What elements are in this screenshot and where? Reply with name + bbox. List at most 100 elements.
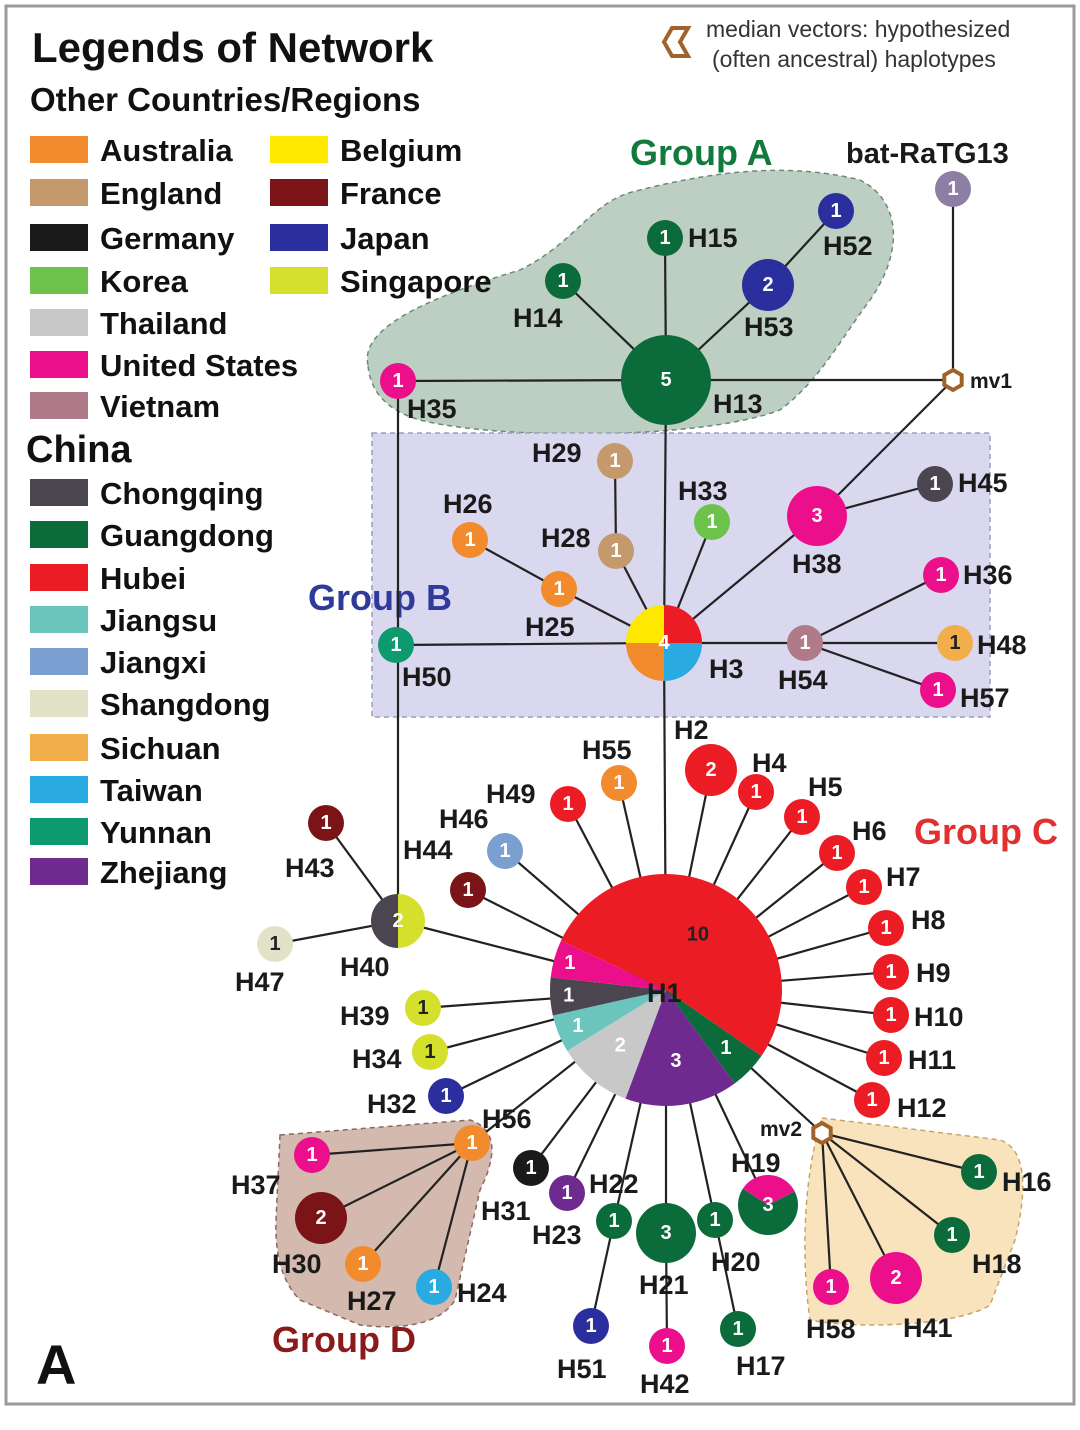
- node-circle: [450, 872, 486, 908]
- haplotype-label: H39: [340, 1001, 390, 1031]
- node-count: 1: [424, 1041, 435, 1063]
- legend-swatch: [30, 179, 88, 206]
- node-circle: [920, 672, 956, 708]
- h1-slice-guangdong: [666, 990, 762, 1084]
- legend-china-heading: China: [26, 429, 132, 471]
- legend-swatch: [270, 179, 328, 206]
- haplotype-label: H37: [231, 1170, 281, 1200]
- node-count: 1: [831, 842, 842, 864]
- node-circle: [742, 259, 794, 311]
- legend-swatch: [270, 136, 328, 163]
- node-count: 1: [553, 578, 564, 600]
- haplotype-label: H45: [958, 468, 1008, 498]
- node-circle: [597, 443, 633, 479]
- node-count: 1: [659, 227, 670, 249]
- median-vector-icon: [661, 26, 692, 58]
- node-circle: [935, 171, 971, 207]
- node-circle: [870, 1252, 922, 1304]
- legend-swatch: [30, 351, 88, 378]
- haplotype-node-h45: 1 H45: [917, 466, 1008, 502]
- haplotype-label: H51: [557, 1354, 607, 1384]
- legend-china-item-jiangsu: Jiangsu: [30, 603, 217, 638]
- node-count: 1: [706, 511, 717, 533]
- haplotype-label: H10: [914, 1002, 964, 1032]
- node-count: 1: [973, 1161, 984, 1183]
- legend-label: Jiangxi: [100, 645, 207, 680]
- h1-slice-count: 1: [572, 1015, 583, 1037]
- legend-label: Shangdong: [100, 687, 270, 722]
- node-count: 1: [557, 270, 568, 292]
- node-count: 1: [613, 772, 624, 794]
- node-count: 1: [499, 840, 510, 862]
- h1-slice-hubei: [561, 874, 782, 1056]
- node-circle: [787, 625, 823, 661]
- legend-label: Korea: [100, 264, 189, 299]
- haplotype-node-h2: 2H2: [674, 715, 737, 796]
- legend-china-item-hubei: Hubei: [30, 561, 186, 596]
- legend-other-item-korea: Korea: [30, 264, 189, 299]
- haplotype-label: H48: [977, 630, 1027, 660]
- node-count: 1: [464, 529, 475, 551]
- node-circle: [454, 1125, 490, 1161]
- node-count: 1: [732, 1318, 743, 1340]
- legend-other-item-vietnam: Vietnam: [30, 389, 220, 424]
- haplotype-label: H22: [589, 1169, 639, 1199]
- legend-other-item-united-states: United States: [30, 348, 298, 383]
- node-count: 1: [929, 473, 940, 495]
- node-count: 1: [750, 781, 761, 803]
- legend-china-item-zhejiang: Zhejiang: [30, 855, 227, 890]
- haplotype-label: H18: [972, 1249, 1022, 1279]
- node-circle: [923, 557, 959, 593]
- node-circle: [601, 765, 637, 801]
- node-count: 1: [949, 632, 960, 654]
- node-count: 3: [660, 1222, 671, 1244]
- node-count: 3: [762, 1194, 773, 1216]
- haplotype-label: H27: [347, 1286, 397, 1316]
- node-count: 1: [947, 178, 958, 200]
- h1-slice-count: 1: [563, 984, 574, 1006]
- legend-label: Germany: [100, 221, 235, 256]
- node-circle: [345, 1246, 381, 1282]
- node-count: 1: [866, 1089, 877, 1111]
- node-circle: [428, 1078, 464, 1114]
- haplotype-label: H16: [1002, 1167, 1052, 1197]
- haplotype-label: H19: [731, 1148, 781, 1178]
- node-circle: [416, 1269, 452, 1305]
- legend-swatch: [30, 564, 88, 591]
- legend-china-item-sichuan: Sichuan: [30, 731, 221, 766]
- legend-china-item-chongqing: Chongqing: [30, 476, 264, 511]
- node-count: 2: [762, 274, 773, 296]
- node-count: 1: [320, 812, 331, 834]
- haplotype-label: H29: [532, 438, 582, 468]
- node-slice: [626, 643, 664, 681]
- node-count: 1: [709, 1209, 720, 1231]
- h1-slice-chongqing: [550, 977, 666, 1016]
- legend-china-item-guangdong: Guangdong: [30, 518, 274, 553]
- median-vector-hexagon: [942, 367, 964, 393]
- h1-slice-thailand: [567, 990, 666, 1099]
- node-count: 1: [462, 879, 473, 901]
- haplotype-label: H38: [792, 549, 842, 579]
- node-count: 1: [357, 1253, 368, 1275]
- legend-other-item-belgium: Belgium: [270, 133, 462, 168]
- edge-mv2-H18: [821, 1132, 953, 1236]
- haplotype-label: H2: [674, 715, 709, 745]
- edge-H56-H30: [320, 1142, 473, 1219]
- node-circle: [308, 805, 344, 841]
- median-vector-label: mv1: [970, 370, 1012, 393]
- node-count: 3: [811, 505, 822, 527]
- legend-label: Vietnam: [100, 389, 220, 424]
- edge-mv2-H16: [821, 1131, 980, 1174]
